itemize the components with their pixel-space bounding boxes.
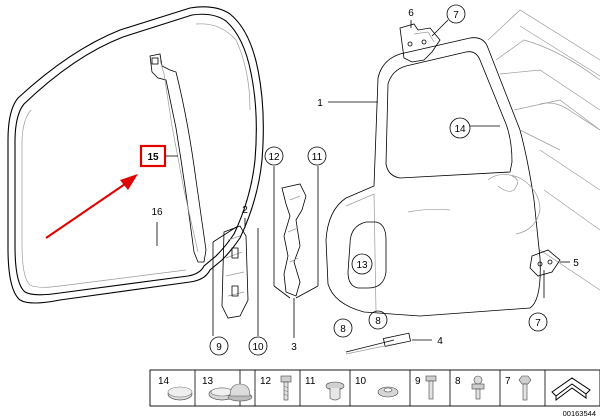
- callout-8-a[interactable]: 8: [333, 318, 353, 338]
- callout-11-label: 11: [312, 152, 323, 163]
- callout-1-label: 1: [317, 98, 323, 109]
- svg-text:7: 7: [505, 376, 511, 387]
- callout-9[interactable]: 9: [209, 336, 229, 356]
- svg-text:14: 14: [158, 376, 170, 387]
- upper-bracket: [281, 183, 307, 297]
- callout-2-label: 2: [242, 205, 248, 216]
- callout-7-bottom[interactable]: 7: [528, 312, 548, 332]
- callout-13-label: 13: [356, 260, 368, 271]
- callout-6[interactable]: 6: [408, 8, 414, 28]
- callout-3-label: 3: [291, 342, 297, 353]
- strip-item-7[interactable]: 7: [505, 375, 532, 401]
- strip-item-9[interactable]: 9: [415, 375, 437, 400]
- svg-text:12: 12: [260, 376, 272, 387]
- callout-12[interactable]: 12: [264, 146, 284, 166]
- callout-2[interactable]: 2: [242, 205, 248, 228]
- callout-13[interactable]: 13: [351, 253, 373, 275]
- screw-icon: [425, 375, 437, 400]
- callout-5[interactable]: 5: [560, 258, 579, 269]
- hex-screw-icon: [518, 375, 532, 401]
- strip-item-14[interactable]: 14: [158, 376, 193, 401]
- red-arrow-icon: [45, 174, 138, 239]
- strip-item-cap[interactable]: [227, 383, 253, 402]
- lower-hinge: [529, 249, 561, 298]
- callout-16[interactable]: 16: [151, 207, 163, 246]
- callout-8-b[interactable]: 8: [368, 310, 388, 330]
- callout-12-label: 12: [268, 152, 280, 163]
- callout-8-b-label: 8: [375, 316, 381, 327]
- svg-text:8: 8: [455, 376, 461, 387]
- callout-6-label: 6: [408, 8, 414, 19]
- callout-1[interactable]: 1: [317, 98, 378, 109]
- svg-text:11: 11: [305, 376, 316, 387]
- lower-bracket: [221, 225, 249, 319]
- callout-10-label: 10: [252, 342, 264, 353]
- upper-hinge: [399, 23, 441, 63]
- document-number: 00163544: [563, 409, 596, 418]
- callout-4[interactable]: 4: [412, 336, 443, 347]
- pillar-trim: [149, 53, 207, 263]
- callout-7-bottom-label: 7: [535, 318, 541, 329]
- strip-item-11[interactable]: 11: [305, 376, 345, 401]
- callout-9-label: 9: [216, 342, 222, 353]
- round-plug-icon: [167, 386, 193, 401]
- callout-7-top[interactable]: 7: [431, 4, 466, 37]
- gas-strut: [345, 332, 412, 355]
- svg-text:9: 9: [415, 376, 421, 387]
- strip-item-12[interactable]: 12: [260, 375, 292, 401]
- callout-14[interactable]: 14: [449, 117, 500, 139]
- parts-strip: 14 13 12: [149, 369, 600, 407]
- callout-5-label: 5: [573, 258, 579, 269]
- rivet-nut-icon: [325, 381, 345, 401]
- door-panel: [325, 37, 561, 317]
- callout-11[interactable]: 11: [307, 146, 327, 166]
- ball-stud-icon: [471, 375, 485, 400]
- callout-16-label: 16: [151, 207, 163, 218]
- strip-item-8[interactable]: 8: [455, 375, 485, 400]
- callout-10[interactable]: 10: [248, 336, 268, 356]
- domed-cap-icon: [227, 383, 253, 402]
- bolt-icon: [280, 375, 292, 401]
- strip-item-10[interactable]: 10: [355, 376, 399, 398]
- callout-14-label: 14: [454, 124, 466, 135]
- corner-bracket-icon: [551, 377, 591, 401]
- callout-7-top-label: 7: [453, 10, 459, 21]
- callout-15-label: 15: [147, 152, 159, 163]
- callout-4-label: 4: [437, 336, 443, 347]
- door-seal: [7, 6, 264, 304]
- svg-text:10: 10: [355, 376, 367, 387]
- callout-3[interactable]: 3: [291, 342, 297, 353]
- strip-item-bracket[interactable]: [551, 377, 591, 401]
- callout-8-a-label: 8: [340, 324, 346, 335]
- washer-nut-icon: [377, 386, 399, 398]
- body-outline: [487, 9, 600, 291]
- callout-15[interactable]: 15: [139, 144, 178, 168]
- svg-text:13: 13: [202, 376, 214, 387]
